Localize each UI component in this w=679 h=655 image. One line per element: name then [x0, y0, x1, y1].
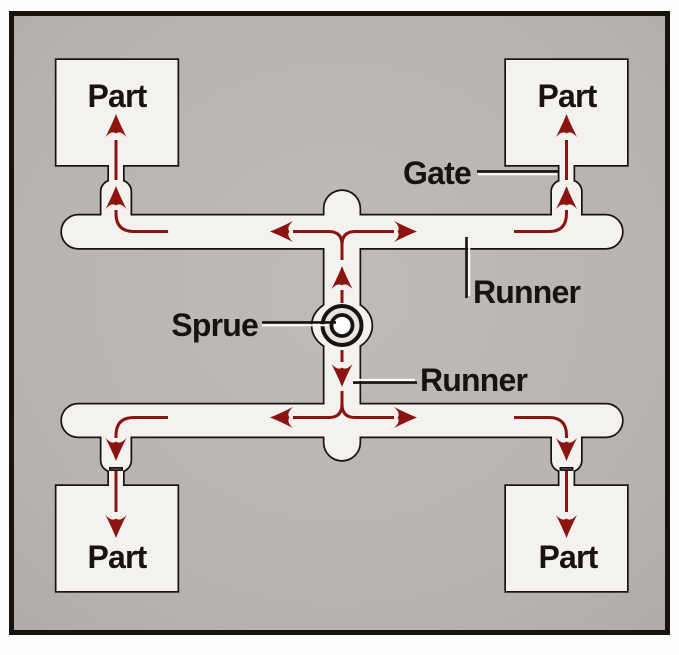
- label-part-top-right: Part: [537, 78, 597, 114]
- flow-tail-gate-bottom-right: [514, 416, 568, 438]
- label-sprue: Sprue: [171, 307, 258, 343]
- leader-lines-dark: [262, 170, 559, 384]
- sprue-inner-ring: [329, 313, 355, 338]
- flow-tail-gate-top-right: [514, 210, 568, 233]
- flow-tail-bottom-junction-right: [340, 391, 394, 419]
- sprue-icon: [320, 304, 364, 347]
- label-runner-bottom: Runner: [420, 362, 528, 398]
- label-runner-top: Runner: [473, 274, 581, 310]
- leader-lines: [262, 170, 559, 384]
- label-gate: Gate: [403, 155, 471, 191]
- flow-tail-top-junction-right: [340, 230, 394, 260]
- leader-lines-highlight: [262, 173, 557, 381]
- labels: Part Part Part Part Gate Runner Sprue Ru…: [87, 78, 599, 575]
- flow-tail-gate-bottom-left: [114, 416, 168, 438]
- label-part-bottom-left: Part: [87, 539, 147, 575]
- flow-arrows: [105, 114, 577, 538]
- label-part-top-left: Part: [87, 78, 147, 114]
- flow-arrow-tails: [114, 140, 568, 512]
- label-part-bottom-right: Part: [538, 539, 598, 575]
- flow-tail-gate-top-left: [114, 210, 168, 233]
